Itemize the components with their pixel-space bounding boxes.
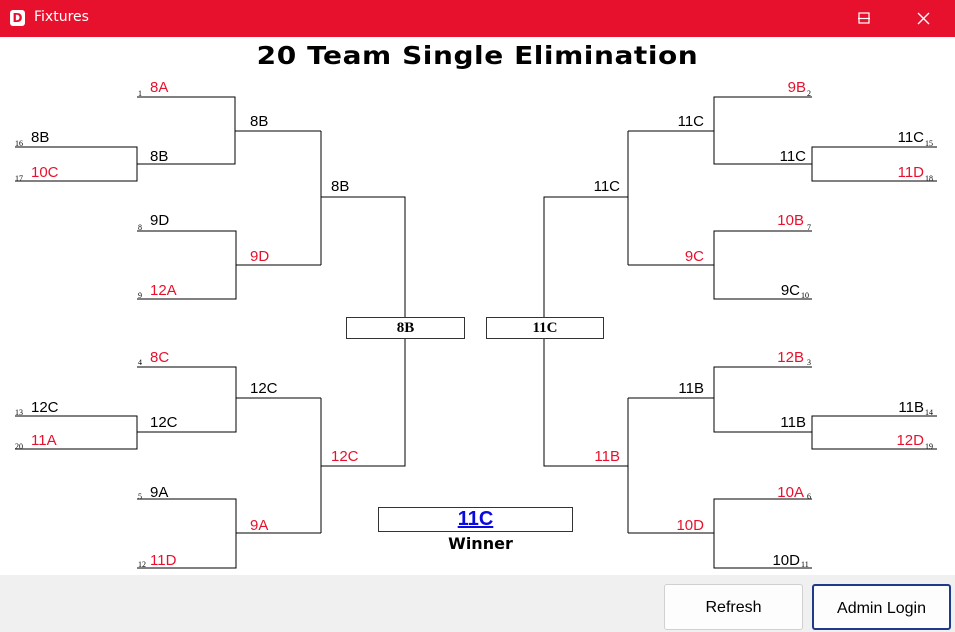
seed-number: 7: [807, 223, 811, 232]
team-label: 12B: [777, 349, 804, 366]
team-label: 11A: [31, 432, 57, 449]
seed-number: 14: [925, 408, 933, 417]
team-label: 10D: [772, 552, 800, 569]
team-label: 10B: [777, 212, 804, 229]
seed-number: 6: [807, 492, 811, 501]
team-label: 12C: [331, 448, 359, 465]
team-label: 10D: [676, 517, 704, 534]
title-bar: D Fixtures: [0, 0, 955, 37]
team-label: 9B: [787, 79, 806, 96]
team-label: 10A: [777, 484, 804, 501]
seed-number: 13: [15, 408, 23, 417]
final-left-box: 8B: [346, 317, 465, 339]
team-label: 11B: [898, 399, 924, 416]
bracket-canvas: 20 Team Single Elimination 1 8A 16 8B 17…: [0, 37, 955, 575]
seed-number: 4: [138, 358, 142, 367]
team-label: 11D: [150, 552, 177, 569]
bracket-title: 20 Team Single Elimination: [256, 41, 699, 70]
seed-number: 17: [15, 174, 23, 183]
seed-number: 19: [925, 442, 933, 451]
team-label: 8B: [250, 113, 269, 130]
seed-number: 10: [801, 291, 809, 300]
team-label: 8B: [31, 129, 50, 146]
team-label: 11C: [779, 148, 806, 165]
team-label: 11D: [897, 164, 924, 181]
team-label: 9C: [780, 282, 800, 299]
winner-label: Winner: [448, 534, 513, 553]
seed-number: 8: [138, 223, 142, 232]
seed-number: 16: [15, 139, 23, 148]
admin-login-button[interactable]: Admin Login: [812, 584, 951, 630]
refresh-button[interactable]: Refresh: [664, 584, 803, 630]
team-label: 8B: [150, 148, 169, 165]
team-label: 12A: [150, 282, 177, 299]
seed-number: 5: [138, 492, 142, 501]
team-label: 11C: [897, 129, 924, 146]
team-label: 9A: [250, 517, 269, 534]
team-label: 11B: [594, 448, 620, 465]
seed-number: 11: [801, 560, 809, 569]
team-label: 9A: [150, 484, 169, 501]
seed-number: 9: [138, 291, 142, 300]
team-label: 8B: [331, 178, 350, 195]
seed-number: 3: [807, 358, 811, 367]
final-right-box: 11C: [486, 317, 604, 339]
team-label: 8A: [150, 79, 169, 96]
bracket-lines: [15, 96, 937, 569]
team-label: 11B: [780, 414, 806, 431]
team-label: 12D: [896, 432, 924, 449]
team-label: 10C: [31, 164, 59, 181]
team-label: 11C: [677, 113, 704, 130]
window-title: Fixtures: [34, 9, 89, 25]
team-label: 9D: [250, 248, 270, 265]
app-logo-icon: D: [10, 10, 25, 26]
team-label: 12C: [250, 380, 278, 397]
team-label: 8C: [150, 349, 170, 366]
close-button[interactable]: [894, 0, 952, 37]
champion-box: 11C: [378, 507, 573, 532]
seed-number: 12: [138, 560, 146, 569]
seed-number: 15: [925, 139, 933, 148]
team-label: 12C: [31, 399, 59, 416]
team-label: 11C: [593, 178, 620, 195]
minimize-button[interactable]: [835, 0, 893, 37]
seed-number: 20: [15, 442, 23, 451]
team-label: 12C: [150, 414, 178, 431]
seed-number: 18: [925, 174, 933, 183]
seed-number: 1: [138, 89, 142, 98]
seed-number: 2: [807, 89, 811, 98]
team-label: 9D: [150, 212, 170, 229]
maximize-button[interactable]: [836, 0, 894, 37]
team-label: 11B: [678, 380, 704, 397]
team-label: 9C: [684, 248, 704, 265]
